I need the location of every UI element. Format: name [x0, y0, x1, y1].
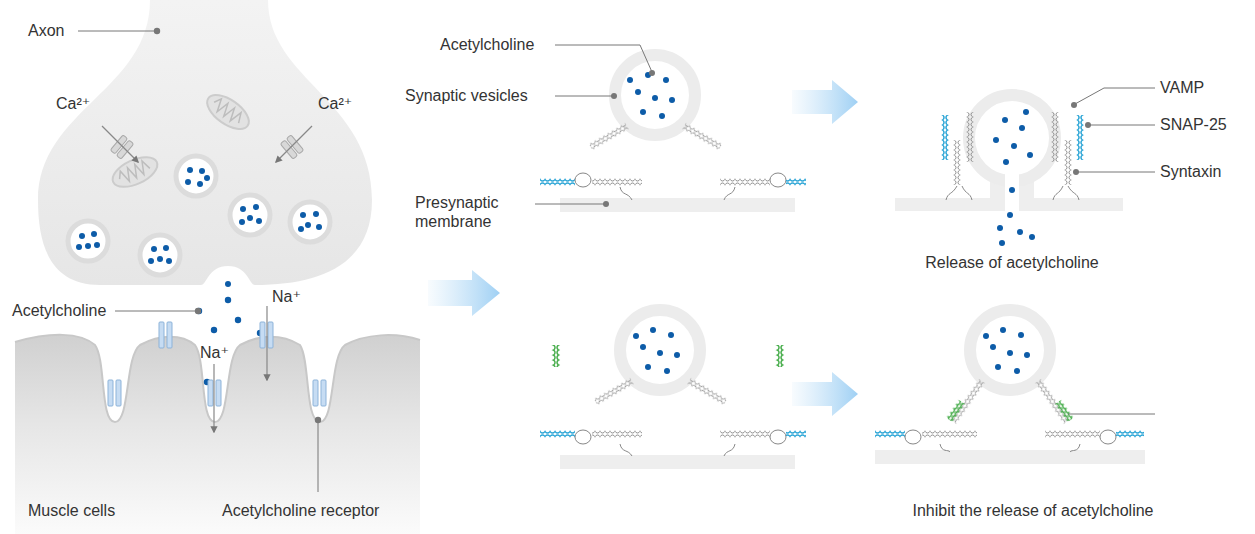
text-label: Na⁺ — [272, 287, 301, 306]
text-label: Acetylcholine receptor — [222, 501, 379, 520]
ion-arrow — [276, 126, 312, 162]
acetylcholine-receptor — [108, 322, 326, 406]
leader-lines — [535, 45, 655, 207]
toxin-approach — [540, 310, 806, 469]
flow-arrow — [792, 372, 858, 416]
synaptic-vesicle — [68, 221, 108, 261]
axon-terminal — [38, 0, 372, 295]
ion-arrow — [213, 364, 214, 432]
text-label: SNAP-25 — [1160, 115, 1227, 134]
text-label: Ca²⁺ — [56, 94, 90, 113]
fusing-vesicle — [215, 269, 241, 295]
synaptic-vesicle — [176, 156, 216, 196]
ion-arrow — [266, 306, 267, 380]
leader-lines — [78, 28, 321, 492]
synaptic-vesicle — [230, 195, 270, 235]
text-label: Muscle cells — [28, 501, 115, 520]
muscle-cell — [15, 335, 420, 534]
text-label: Presynaptic membrane — [415, 193, 525, 231]
text-label: Synaptic vesicles — [405, 86, 528, 105]
text-label: Syntaxin — [1160, 162, 1221, 181]
acetylcholine-molecules — [196, 297, 263, 385]
snare-fusion — [895, 95, 1123, 246]
text-label: Acetylcholine — [12, 301, 106, 320]
text-label: Axon — [28, 21, 64, 40]
toxin-inhibition — [875, 310, 1155, 464]
leader-line — [1068, 414, 1155, 415]
mitochondrion — [108, 151, 162, 193]
snare-docking — [540, 55, 806, 212]
text-label: Na⁺ — [200, 343, 229, 362]
flow-arrow — [792, 80, 858, 124]
ion-arrow — [102, 126, 138, 162]
mitochondrion — [201, 88, 254, 135]
text-label: Acetylcholine — [440, 35, 534, 54]
text-label: Inhibit the release of acetylcholine — [868, 501, 1198, 520]
synaptic-vesicle — [290, 202, 330, 242]
leader-lines — [1071, 88, 1155, 175]
text-label: Release of acetylcholine — [897, 253, 1127, 272]
text-label: VAMP — [1160, 78, 1204, 97]
synaptic-vesicle — [140, 235, 180, 275]
text-label: Ca²⁺ — [318, 94, 352, 113]
flow-arrow — [428, 270, 500, 316]
